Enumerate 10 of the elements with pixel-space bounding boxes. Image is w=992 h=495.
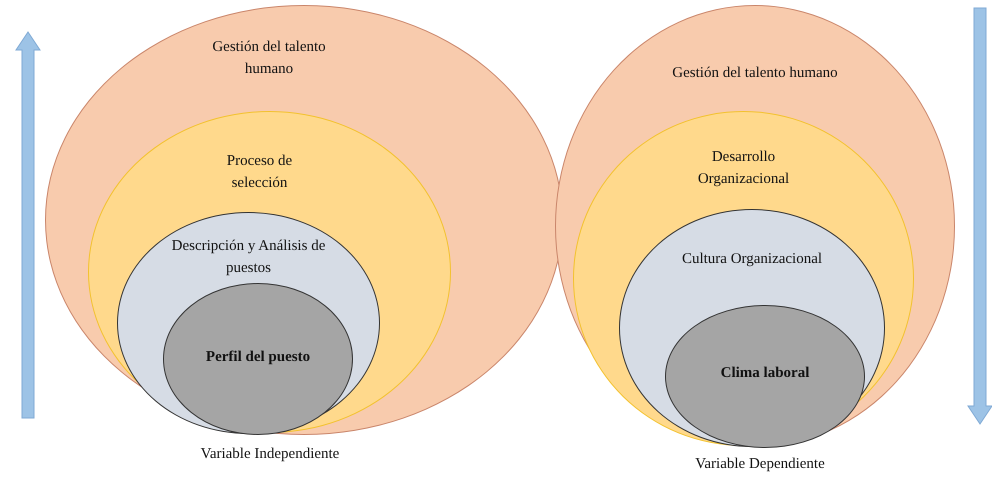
circle-label: Descripción y Análisis de puestos <box>170 237 326 278</box>
circle-label: Cultura Organizacional <box>680 250 824 269</box>
circle-label: Proceso de selección <box>226 152 294 193</box>
core-label: Clima laboral <box>720 364 810 383</box>
circle-label: Gestión del talento humano <box>211 38 327 79</box>
variable-caption: Variable Dependiente <box>694 455 826 474</box>
circle-label: Desarrollo Organizacional <box>696 148 790 189</box>
core-label: Perfil del puesto <box>204 348 312 367</box>
circle-label: Gestión del talento humano <box>671 64 839 83</box>
variable-caption: Variable Independiente <box>200 445 340 464</box>
